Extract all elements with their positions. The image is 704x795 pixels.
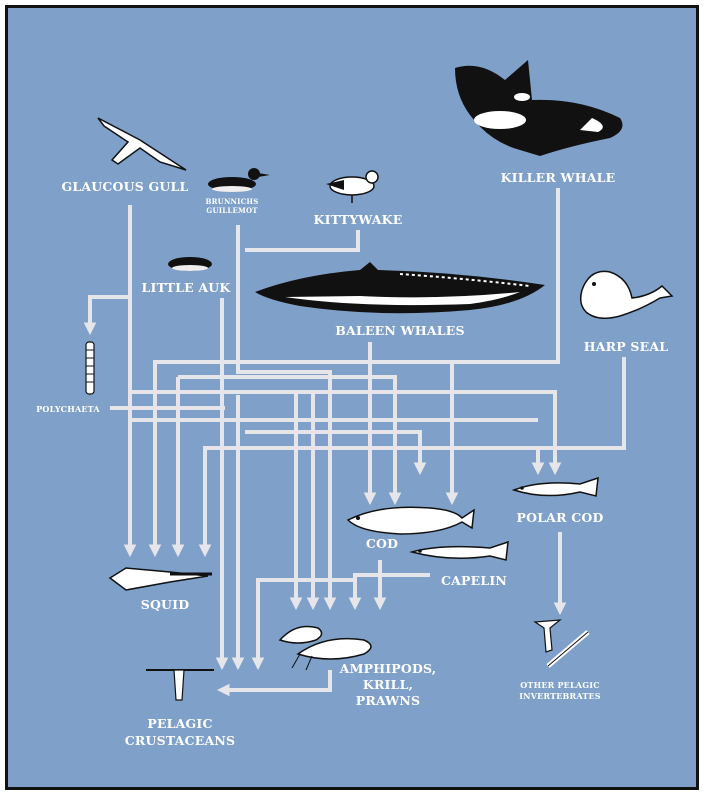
amphipod-icon xyxy=(280,627,322,644)
label-guillemot-2: GUILLEMOT xyxy=(206,206,258,215)
label-other-pelagic-1: OTHER PELAGIC xyxy=(520,680,600,690)
harp-seal-icon xyxy=(581,271,672,318)
label-pelagic-crustaceans-2: CRUSTACEANS xyxy=(125,733,235,748)
baleen-whale-icon xyxy=(255,262,545,313)
arrow-gull-polychaeta xyxy=(90,297,130,330)
polychaete-icon xyxy=(86,342,94,394)
label-kittywake: KITTYWAKE xyxy=(314,212,403,227)
label-capelin: CAPELIN xyxy=(441,573,507,588)
pelagic-crustacean-icon xyxy=(146,670,214,700)
little-auk-icon xyxy=(168,257,212,271)
label-other-pelagic-2: INVERTEBRATES xyxy=(519,691,601,701)
label-amphipods-2: KRILL, xyxy=(363,677,413,692)
killer-whale-icon xyxy=(455,60,622,156)
label-guillemot-1: BRUNNICHS xyxy=(206,197,259,206)
label-amphipods-3: PRAWNS xyxy=(356,693,421,708)
label-polychaeta: POLYCHAETA xyxy=(36,404,100,414)
polar-cod-icon xyxy=(514,478,598,496)
gull-icon xyxy=(98,118,186,170)
label-pelagic-crustaceans-1: PELAGIC xyxy=(147,716,212,731)
arrow-baleen-mid xyxy=(178,377,395,500)
cod-icon xyxy=(348,507,474,534)
pelagic-invertebrate-icon xyxy=(535,620,588,666)
label-squid: SQUID xyxy=(141,597,190,612)
arrow-capelin xyxy=(355,575,430,605)
arrow-amphipods-crust xyxy=(222,670,330,690)
label-polar-cod: POLAR COD xyxy=(517,510,604,525)
label-harp-seal: HARP SEAL xyxy=(584,339,669,354)
squid-icon xyxy=(110,568,212,590)
label-cod: COD xyxy=(366,536,398,551)
arrow-kittywake xyxy=(245,230,358,250)
label-amphipods-1: AMPHIPODS, xyxy=(339,661,437,676)
kittiwake-icon xyxy=(326,171,378,203)
label-little-auk: LITTLE AUK xyxy=(142,280,232,295)
label-baleen-whales: BALEEN WHALES xyxy=(335,323,464,338)
capelin-icon xyxy=(412,542,508,560)
guillemot-icon xyxy=(208,168,270,192)
label-killer-whale: KILLER WHALE xyxy=(501,170,616,185)
label-glaucous-gull: GLAUCOUS GULL xyxy=(62,179,189,194)
